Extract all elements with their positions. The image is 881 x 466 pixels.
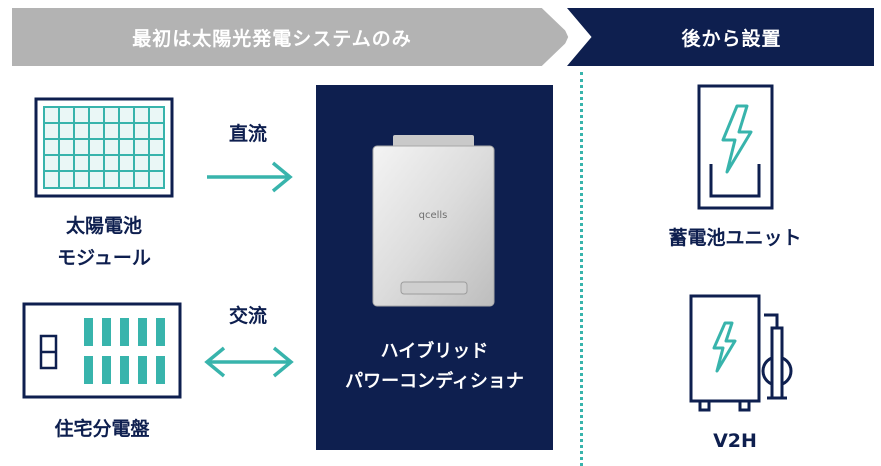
- banner-left-text: 最初は太陽光発電システムのみ: [132, 27, 412, 50]
- solar-label-line2: モジュール: [57, 247, 151, 269]
- solar-module-label: 太陽電池 モジュール: [0, 210, 208, 274]
- lightning-icon: [721, 104, 753, 174]
- ac-bidirectional-arrow-icon: [204, 345, 294, 379]
- distribution-panel-label: 住宅分電盤: [54, 418, 150, 440]
- banner-initial-system: 最初は太陽光発電システムのみ: [12, 8, 572, 66]
- inverter-label-line2: パワーコンディショナ: [345, 371, 524, 392]
- inverter-brand: qcells: [419, 210, 448, 221]
- distribution-panel-icon: [22, 302, 182, 399]
- hybrid-inverter-label: ハイブリッド パワーコンディショナ: [316, 337, 553, 397]
- banner-later-install: 後から設置: [567, 8, 874, 66]
- battery-unit-icon: [697, 84, 777, 212]
- inverter-image: qcells: [365, 132, 502, 312]
- ac-label: 交流: [228, 305, 267, 327]
- dc-label: 直流: [228, 123, 267, 145]
- dc-arrow-icon: [205, 160, 295, 194]
- v2h-charger-icon: [688, 293, 798, 413]
- v2h-lightning-icon: [712, 321, 737, 373]
- section-divider: [580, 72, 583, 466]
- v2h-label: V2H: [713, 430, 757, 452]
- banner-right-text: 後から設置: [681, 27, 782, 50]
- solar-label-line1: 太陽電池: [65, 215, 142, 237]
- inverter-label-line1: ハイブリッド: [380, 341, 489, 362]
- battery-unit-label: 蓄電池ユニット: [668, 227, 802, 249]
- solar-panel-icon: [34, 97, 174, 198]
